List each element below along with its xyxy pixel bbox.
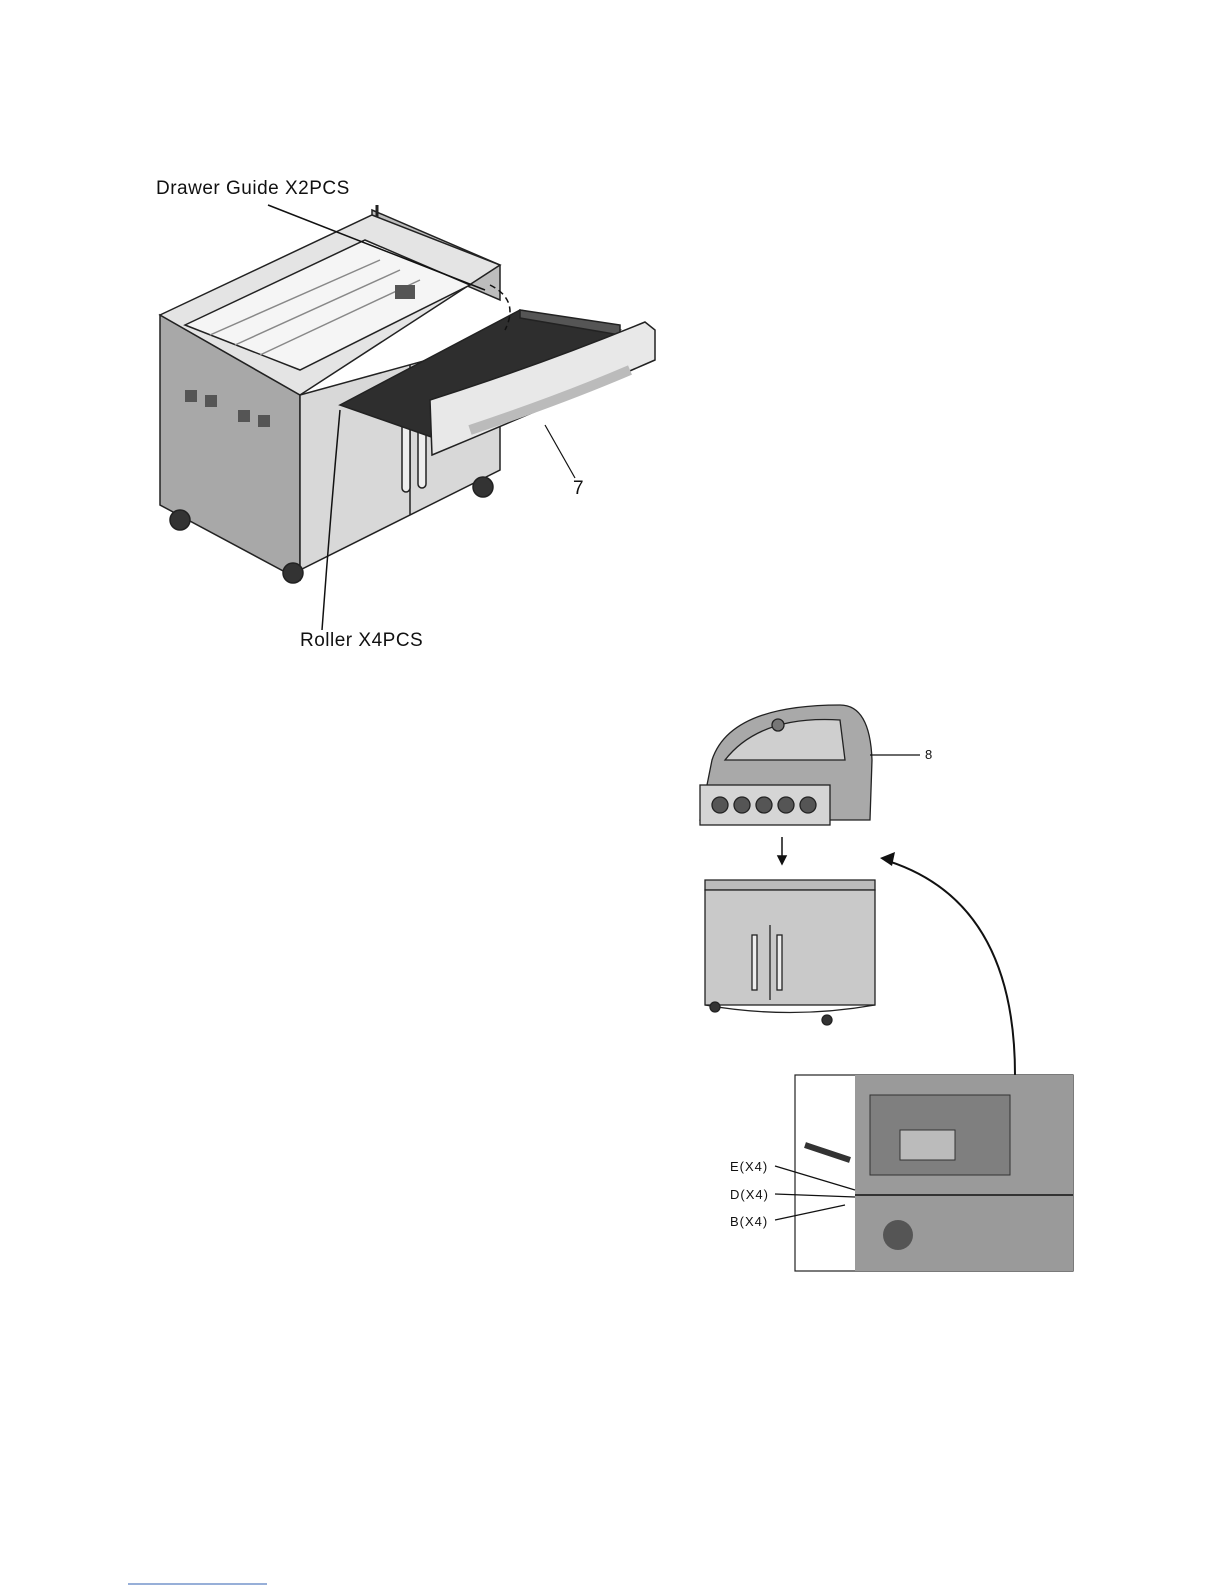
arrow-down-icon [778, 837, 786, 864]
drawer-guide-label: Drawer Guide X2PCS [156, 178, 350, 200]
detail-inset [775, 1075, 1073, 1271]
part-number-7: 7 [573, 478, 584, 500]
cart-illustration [705, 880, 875, 1025]
fastener-e-label: E(X4) [730, 1159, 768, 1174]
grill-head-illustration [700, 705, 920, 825]
roller-label: Roller X4PCS [300, 630, 423, 652]
fastener-d-label: D(X4) [730, 1187, 769, 1202]
fastener-b-label: B(X4) [730, 1214, 768, 1229]
curved-arrow-icon [885, 860, 1015, 1075]
cart-drawer-illustration [160, 205, 655, 630]
part-number-8: 8 [925, 747, 933, 762]
